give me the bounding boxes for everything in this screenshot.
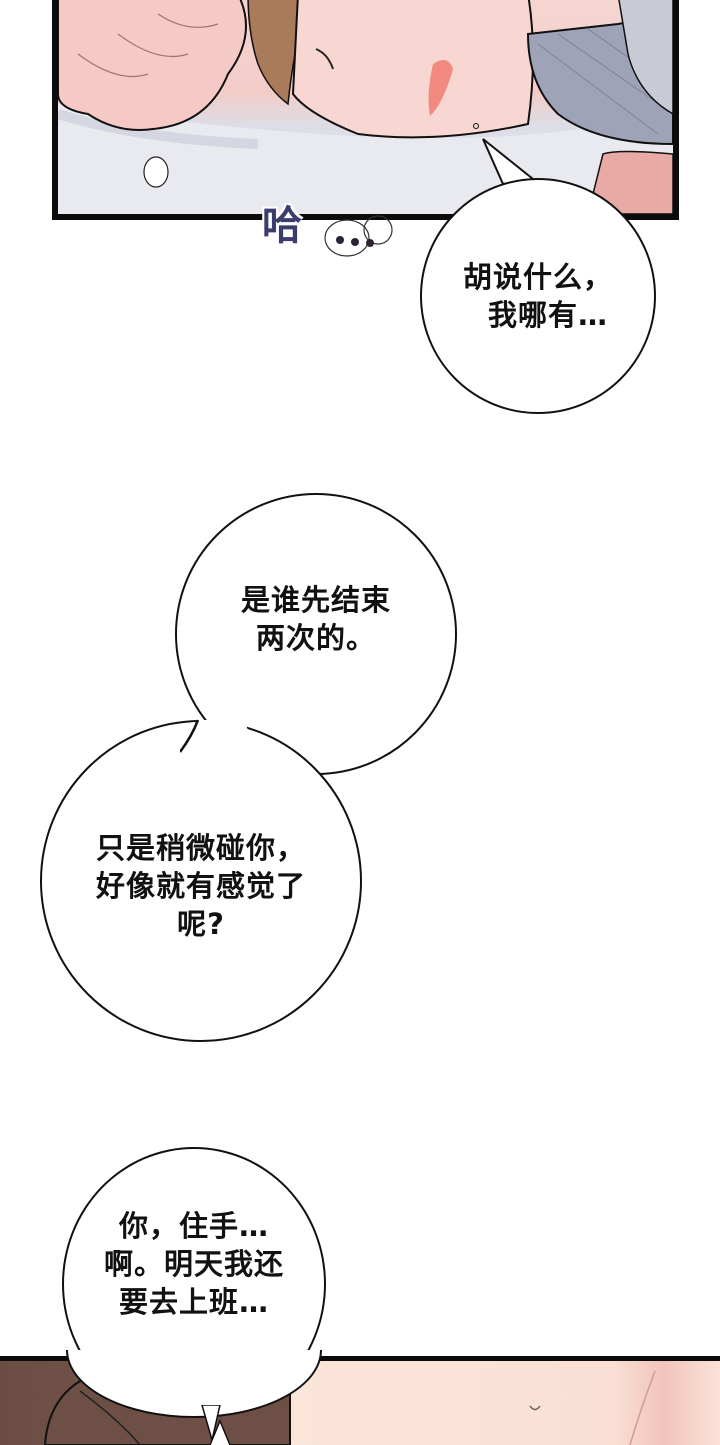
ellipsis-bubble-icon: [324, 215, 393, 257]
bubble-2-line-1: 是谁先结束: [240, 583, 391, 617]
bubble-4-line-2: 啊。明天我还: [103, 1247, 284, 1281]
sound-effect-text: 哈: [262, 203, 302, 249]
bubble-1-line-1: 胡说什么，: [462, 260, 613, 294]
sound-effect-dots: [322, 210, 402, 268]
bubble-4-line-1: 你，住手…: [118, 1209, 269, 1243]
bubble-4-tail: [201, 1405, 221, 1440]
panel-artwork-top: [58, 0, 673, 214]
bubble-2-line-2: 两次的。: [255, 621, 376, 655]
speech-bubble-1: 胡说什么， 我哪有…: [420, 178, 656, 414]
bubble-3-line-2: 好像就有感觉了: [95, 869, 306, 903]
bubble-4-line-3: 要去上班…: [118, 1285, 269, 1319]
bubble-connector: [180, 719, 270, 760]
bubble-3-line-1: 只是稍微碰你，: [95, 831, 306, 865]
bubble-3-line-3: 呢?: [177, 907, 225, 941]
bubble-1-line-2: 我哪有…: [487, 298, 608, 332]
